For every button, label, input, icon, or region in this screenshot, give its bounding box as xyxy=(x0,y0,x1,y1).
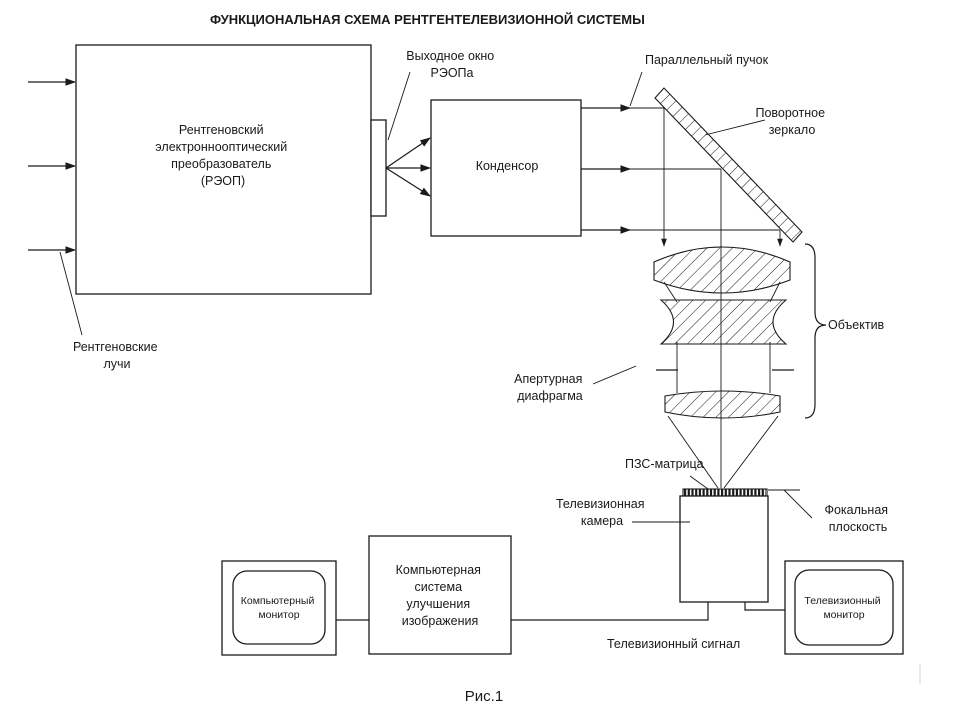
computer-system-block: Компьютерная система улучшения изображен… xyxy=(368,535,512,655)
aperture-label: Апертурная диафрагма xyxy=(514,372,586,403)
objective-lens-2 xyxy=(659,299,788,345)
reop-label: Рентгеновский электроннооптический преоб… xyxy=(155,123,290,188)
objective-brace xyxy=(804,243,827,419)
focal-plane-label: Фокальная плоскость xyxy=(824,503,891,534)
tv-camera xyxy=(632,495,769,603)
output-window-label: Выходное окно РЭОПа xyxy=(406,49,497,80)
signal-wires xyxy=(336,602,785,621)
objective-label: Объектив xyxy=(828,318,885,332)
objective-lens-1 xyxy=(653,246,791,294)
figure-caption: Рис.1 xyxy=(465,688,503,705)
reop-block: Рентгеновский электроннооптический преоб… xyxy=(75,44,372,295)
aperture-diaphragm xyxy=(592,365,794,385)
tv-monitor: Телевизионный монитор xyxy=(784,560,904,655)
computer-system-label: Компьютерная система улучшения изображен… xyxy=(396,563,485,628)
computer-monitor-label: Компьютерный монитор xyxy=(241,595,317,621)
mirror-label: Поворотное зеркало xyxy=(755,106,828,137)
output-window-leader xyxy=(387,71,411,141)
tv-signal-label: Телевизионный сигнал xyxy=(607,637,740,651)
computer-monitor: Компьютерный монитор xyxy=(221,560,337,656)
objective-lenses xyxy=(653,246,791,419)
xray-input-arrows xyxy=(28,78,83,336)
parallel-beam xyxy=(581,71,780,234)
diagram-title: ФУНКЦИОНАЛЬНАЯ СХЕМА РЕНТГЕНТЕЛЕВИЗИОННО… xyxy=(210,12,645,27)
tv-monitor-label: Телевизионный монитор xyxy=(804,595,883,621)
xrays-label: Рентгеновские лучи xyxy=(73,340,161,371)
output-window xyxy=(370,119,387,217)
condenser-block: Конденсор xyxy=(430,99,582,237)
parallel-beam-label: Параллельный пучок xyxy=(645,53,769,67)
rotating-mirror xyxy=(654,87,803,243)
diverging-rays xyxy=(385,137,432,197)
condenser-label: Конденсор xyxy=(476,159,539,173)
ccd-label: ПЗС-матрица xyxy=(625,457,704,471)
tv-camera-label: Телевизионная камера xyxy=(556,497,648,528)
focal-plane-leader xyxy=(783,489,813,519)
objective-lens-3 xyxy=(664,390,781,419)
